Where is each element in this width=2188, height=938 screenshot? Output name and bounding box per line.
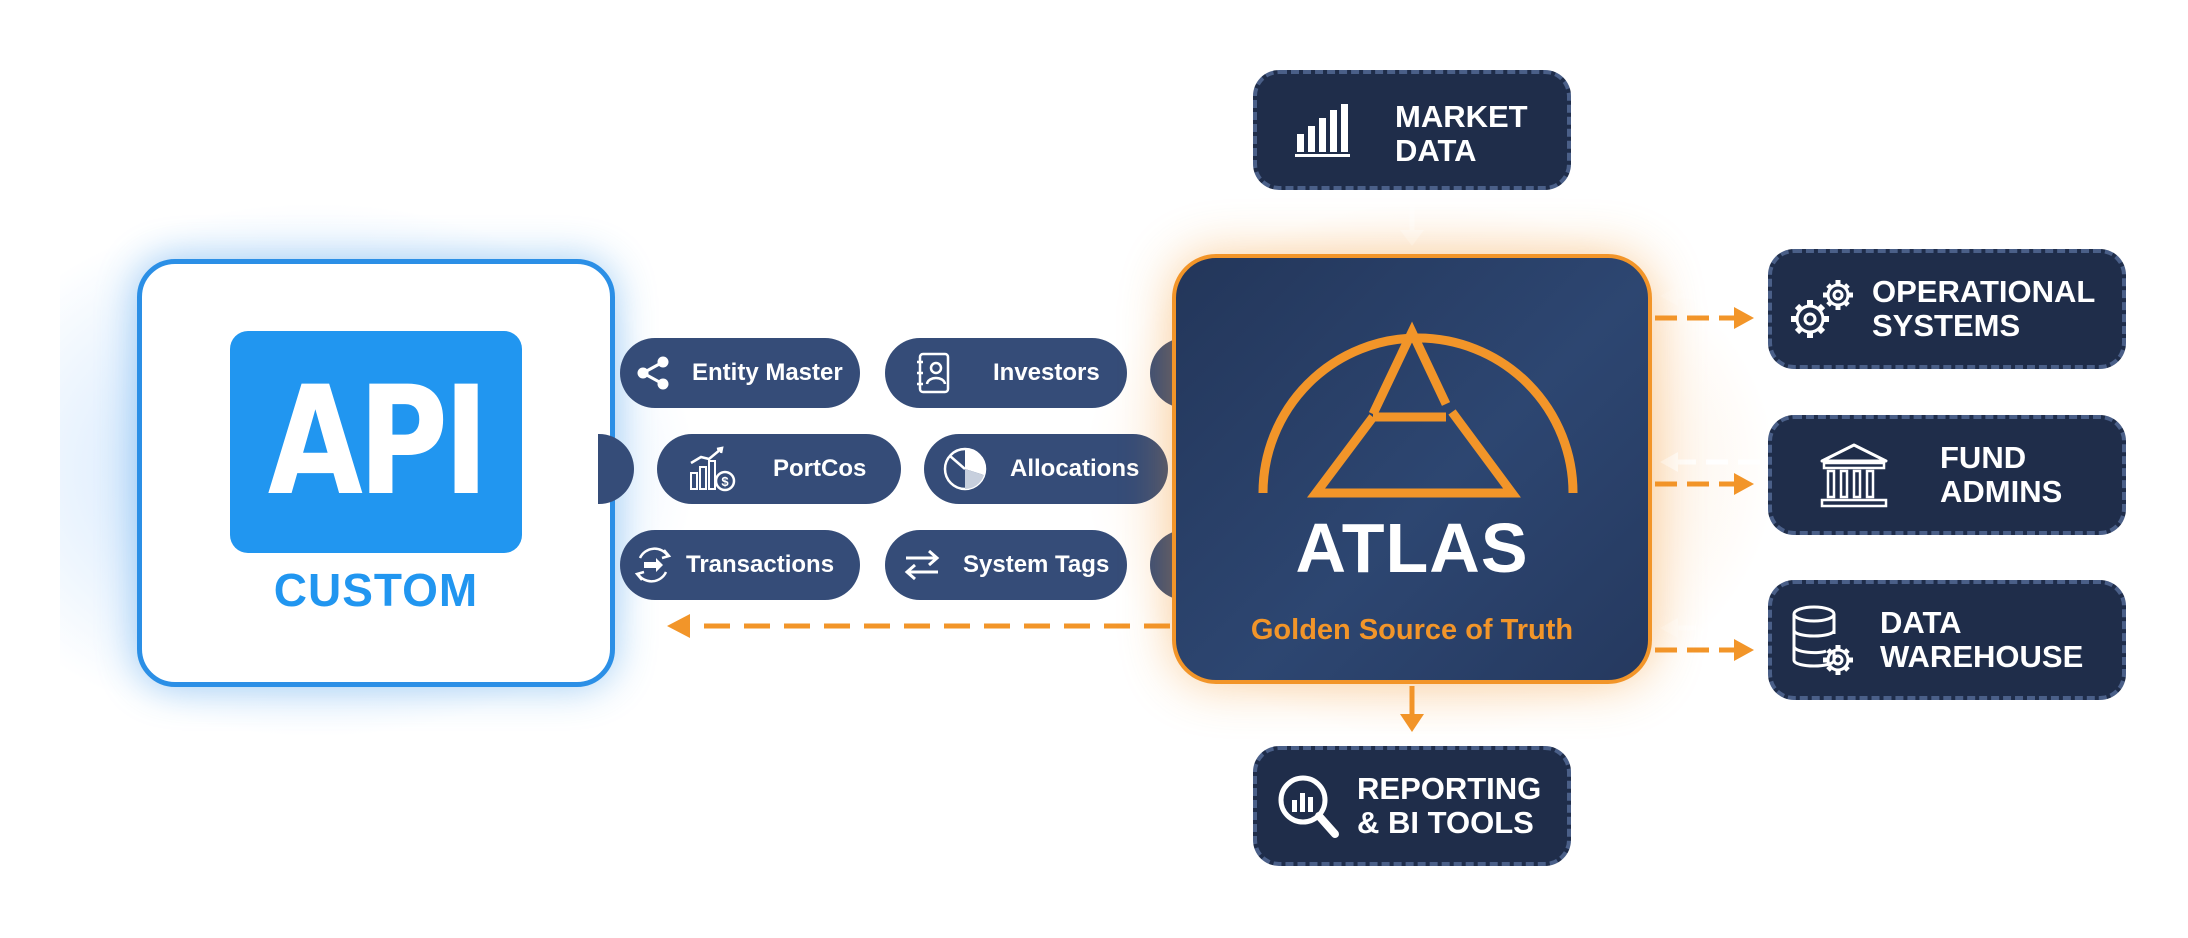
data-warehouse-box[interactable]: DATA WAREHOUSE [1768, 580, 2126, 700]
api-to-atlas-diamond [1093, 302, 1117, 320]
pill-allocations[interactable]: Allocations [924, 434, 1168, 504]
operational-out-arrow [1734, 307, 1754, 329]
pill-transactions[interactable]: Transactions [620, 530, 860, 600]
svg-text:$: $ [721, 474, 729, 489]
fund-admins-in-arrow [1660, 452, 1678, 472]
market-data-arrow [1400, 230, 1424, 246]
pill-label: System Tags [963, 551, 1110, 578]
share-nodes-icon [628, 348, 678, 398]
contact-book-icon [909, 348, 959, 398]
operational-systems-label: OPERATIONAL SYSTEMS [1872, 274, 2096, 343]
gears-icon [1784, 275, 1860, 347]
pill-investors[interactable]: Investors [885, 338, 1127, 408]
fund-admins-label: FUND ADMINS [1940, 440, 2063, 509]
atlas-subtitle: Golden Source of Truth [1250, 614, 1574, 646]
exchange-circle-icon [628, 540, 678, 590]
reporting-box[interactable]: REPORTING & BI TOOLS [1253, 746, 1571, 866]
market-data-box[interactable]: MARKET DATA [1253, 70, 1571, 190]
fund-admins-out-arrow [1734, 473, 1754, 495]
reporting-label: REPORTING & BI TOOLS [1357, 771, 1542, 840]
pill-portcos[interactable]: $ PortCos [657, 434, 901, 504]
bank-building-icon [1818, 441, 1890, 511]
data-warehouse-label: DATA WAREHOUSE [1880, 605, 2084, 674]
pill-label: Transactions [686, 551, 835, 578]
growth-chart-dollar-icon: $ [687, 444, 737, 494]
reporting-arrow [1400, 714, 1424, 732]
api-badge-text: API [267, 355, 489, 529]
atlas-title: ATLAS [1295, 509, 1529, 587]
market-data-label: MARKET DATA [1395, 99, 1528, 168]
pill-system-tags[interactable]: System Tags [885, 530, 1127, 600]
bar-chart-icon [1293, 102, 1353, 158]
pill-label: Allocations [1010, 455, 1140, 482]
api-caption: CUSTOM [273, 564, 479, 616]
swap-arrows-icon [897, 540, 947, 590]
pill-label: Investors [993, 359, 1100, 386]
pie-chart-icon [940, 444, 990, 494]
operational-in-arrow [1660, 286, 1678, 306]
operational-systems-box[interactable]: OPERATIONAL SYSTEMS [1768, 249, 2126, 369]
atlas-to-api-arrow [667, 614, 690, 638]
database-gear-icon [1790, 604, 1856, 678]
warehouse-out-arrow [1734, 639, 1754, 661]
fund-admins-box[interactable]: FUND ADMINS [1768, 415, 2126, 535]
magnifier-chart-icon [1275, 772, 1341, 842]
pill-label: PortCos [773, 455, 867, 482]
pill-label: Entity Master [692, 359, 843, 386]
api-badge: API [230, 331, 522, 553]
pill-entity-master[interactable]: Entity Master [620, 338, 860, 408]
warehouse-in-arrow [1660, 618, 1678, 638]
